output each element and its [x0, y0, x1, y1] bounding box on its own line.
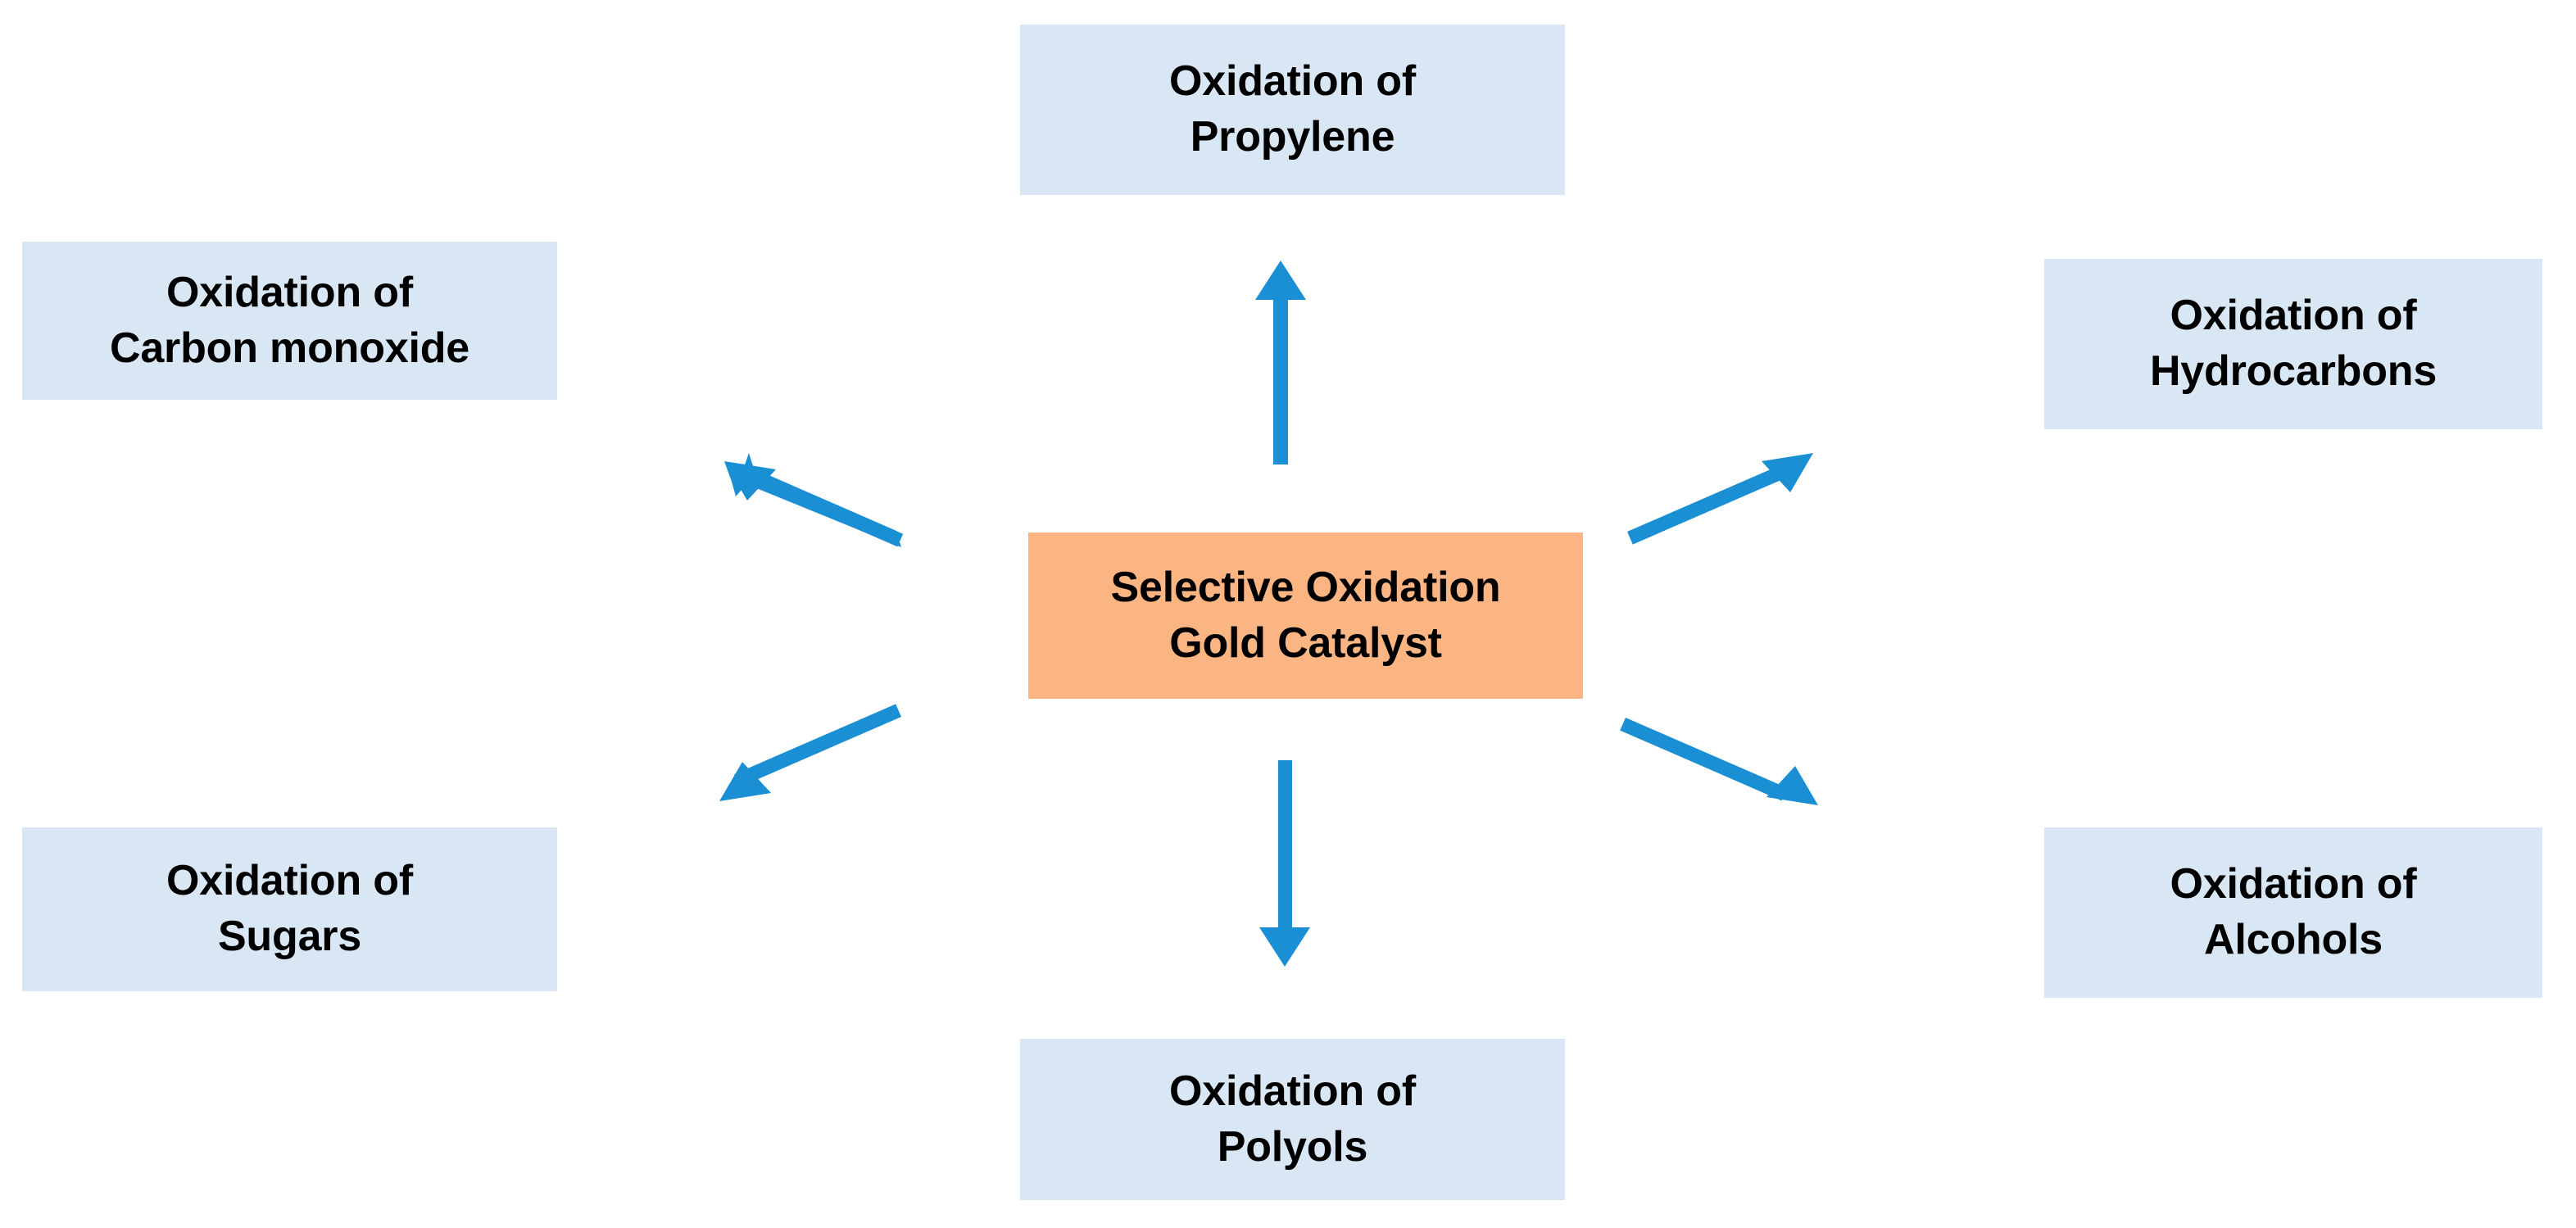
node-label-line-2: Sugars: [217, 913, 362, 960]
node-label-line-1: Oxidation of: [1169, 57, 1416, 106]
node-label-line-2: Alcohols: [2204, 916, 2383, 963]
node-label-line-2: Hydrocarbons: [2149, 347, 2438, 395]
node-oxidation-of-propylene[interactable]: Oxidation of Propylene: [1020, 25, 1565, 195]
node-oxidation-of-alcohols[interactable]: Oxidation of Alcohols: [2044, 827, 2542, 998]
node-label-line-1: Oxidation of: [2170, 292, 2417, 340]
node-oxidation-of-sugars[interactable]: Oxidation of Sugars: [22, 827, 557, 991]
node-label-line-2: Polyols: [1217, 1122, 1368, 1171]
node-selective-oxidation-gold-catalyst[interactable]: Selective Oxidation Gold Catalyst: [1028, 532, 1583, 699]
arrow-up-right: [1626, 453, 1813, 545]
node-label-line-1: Oxidation of: [1169, 1067, 1416, 1115]
node-label-line-1: Oxidation of: [2170, 860, 2417, 909]
arrow-down-right: [1620, 718, 1818, 805]
node-oxidation-of-hydrocarbons[interactable]: Oxidation of Hydrocarbons: [2044, 259, 2542, 429]
node-label-line-1: Oxidation of: [166, 268, 413, 316]
hub-label-line-2: Gold Catalyst: [1169, 619, 1442, 667]
node-label-line-1: Oxidation of: [166, 857, 413, 905]
arrow-down: [1259, 760, 1310, 967]
node-oxidation-of-carbon-monoxide[interactable]: Oxidation of Carbon monoxide: [22, 242, 557, 400]
arrow-up: [1255, 261, 1306, 464]
node-label-line-2: Propylene: [1190, 113, 1395, 161]
hub-label-line-1: Selective Oxidation: [1110, 563, 1501, 611]
node-label-line-2: Carbon monoxide: [109, 324, 470, 372]
arrow-down-left: [719, 704, 902, 801]
arrow-up-left: [724, 453, 904, 547]
node-oxidation-of-polyols[interactable]: Oxidation of Polyols: [1020, 1039, 1565, 1200]
